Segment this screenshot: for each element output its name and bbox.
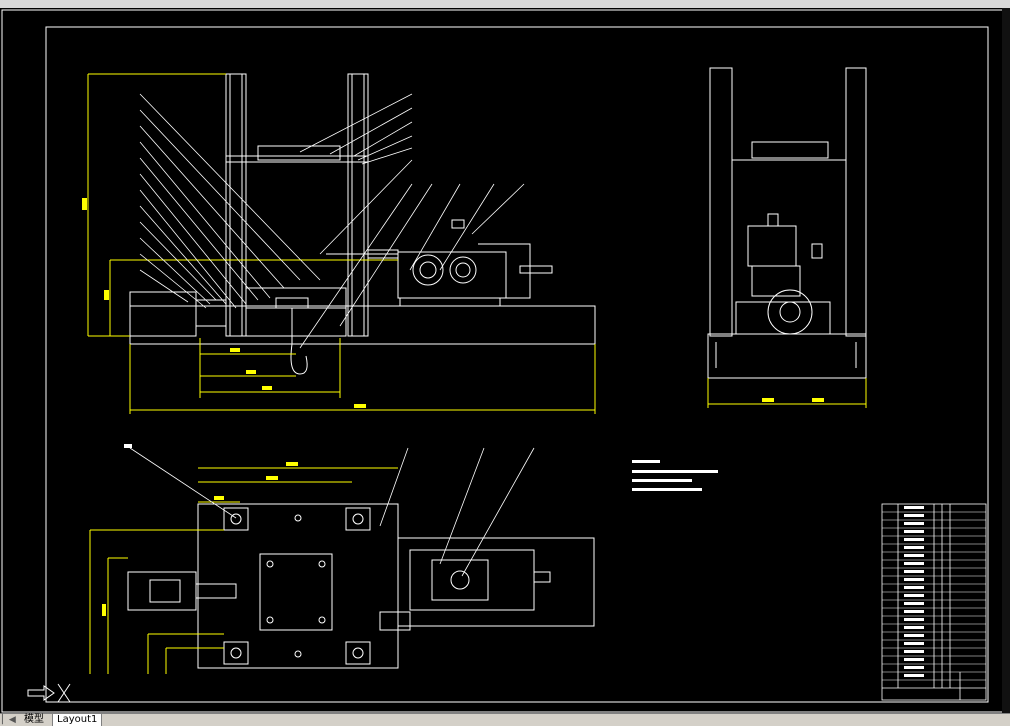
parts-list-row-text	[904, 642, 924, 645]
parts-list-row-text	[904, 618, 924, 621]
parts-list-row-text	[904, 538, 924, 541]
inner-border	[45, 26, 989, 703]
parts-list-row-text	[904, 522, 924, 525]
tab-nav-first-icon[interactable]: ▏◀	[2, 715, 16, 725]
parts-list-row-text	[904, 530, 924, 533]
side-view-dimension	[707, 378, 867, 408]
top-view	[127, 503, 595, 669]
tab-model[interactable]: 模型	[20, 714, 48, 726]
parts-list-row-text	[904, 626, 924, 629]
top-view-dimensions	[89, 462, 398, 674]
front-view-dimensions	[82, 73, 596, 414]
cad-drawing-canvas[interactable]	[0, 8, 1010, 713]
tab-layout1[interactable]: Layout1	[52, 714, 103, 726]
front-view-leaders	[139, 93, 525, 349]
outer-frame	[1, 9, 1005, 713]
parts-list-row-text	[904, 578, 924, 581]
parts-list-row-text	[904, 674, 924, 677]
window-top-strip	[0, 0, 1010, 8]
parts-list-row-text	[904, 602, 924, 605]
side-view	[707, 67, 867, 379]
parts-list-row-text	[904, 586, 924, 589]
parts-list-row-text	[904, 506, 924, 509]
parts-list-row-text	[904, 554, 924, 557]
layout-tab-bar: ▏◀ 模型 Layout1	[0, 713, 1010, 726]
parts-list	[881, 503, 987, 701]
parts-list-row-text	[904, 562, 924, 565]
parts-list-row-text	[904, 634, 924, 637]
parts-list-row-text	[904, 594, 924, 597]
parts-list-rows	[882, 506, 986, 681]
parts-list-row-text	[904, 610, 924, 613]
parts-list-row-text	[904, 666, 924, 669]
front-view	[129, 73, 596, 375]
parts-list-row-text	[904, 546, 924, 549]
technical-notes	[632, 460, 718, 491]
parts-list-row-text	[904, 658, 924, 661]
parts-list-row-text	[904, 570, 924, 573]
parts-list-row-text	[904, 514, 924, 517]
top-view-leaders	[124, 444, 535, 577]
parts-list-row-text	[904, 650, 924, 653]
vertical-scrollbar[interactable]	[1002, 8, 1010, 713]
ucs-icon	[27, 683, 71, 703]
